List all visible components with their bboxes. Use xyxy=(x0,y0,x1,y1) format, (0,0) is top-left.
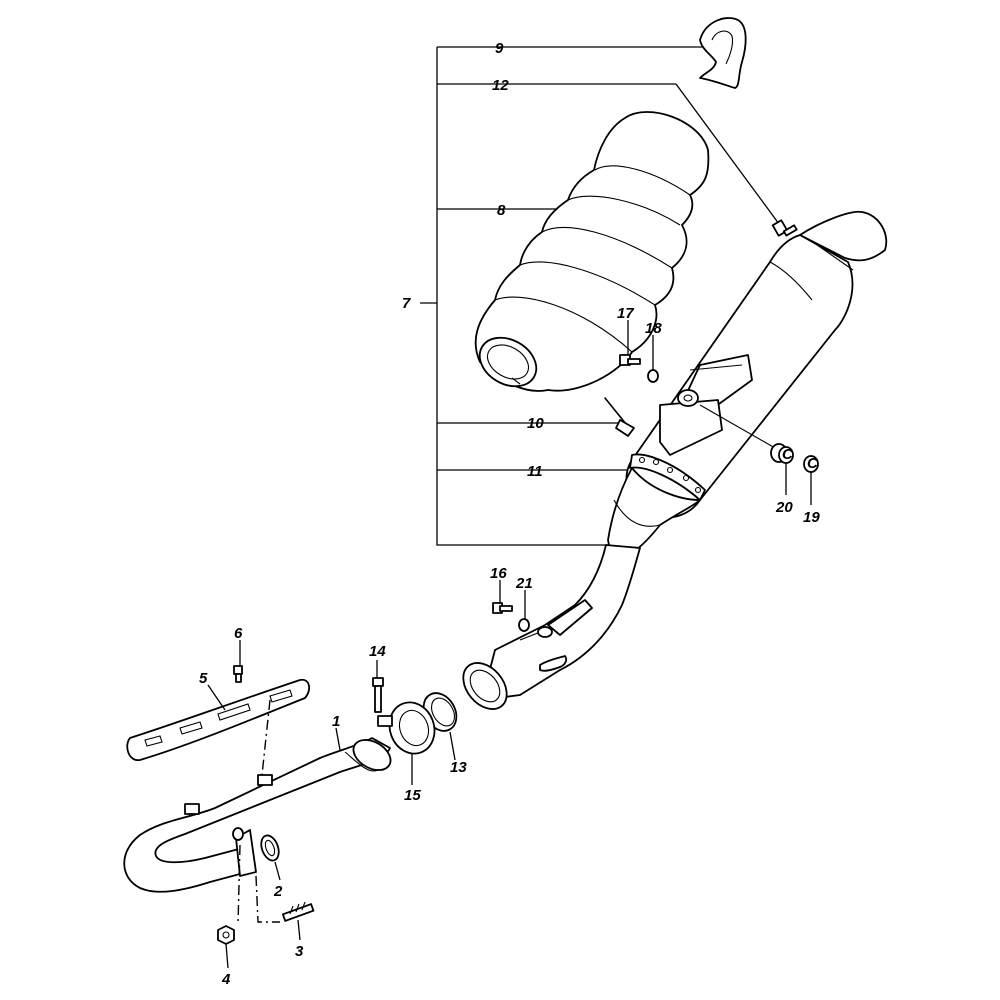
header-pipe xyxy=(123,737,392,893)
callout-7: 7 xyxy=(402,295,411,312)
callout-15: 15 xyxy=(404,787,421,804)
callout-6: 6 xyxy=(234,625,243,642)
callout-2: 2 xyxy=(273,883,283,900)
callout-11: 11 xyxy=(527,463,543,480)
stud-3 xyxy=(281,901,315,922)
gasket-2 xyxy=(260,834,280,862)
bolt-14 xyxy=(372,677,384,713)
assembly-dash-lines xyxy=(237,699,280,926)
washer-18 xyxy=(647,369,659,383)
bolt-17 xyxy=(619,354,641,366)
grommet-20: C xyxy=(699,404,794,464)
collar-19: C xyxy=(803,455,819,473)
bolt-16 xyxy=(492,602,513,614)
callout-20: 20 xyxy=(775,499,793,516)
callout-12: 12 xyxy=(492,77,509,94)
callout-labels: 9 12 8 7 17 18 10 11 20 19 16 21 14 6 5 … xyxy=(199,40,820,988)
svg-text:C: C xyxy=(782,446,794,463)
callout-13: 13 xyxy=(450,759,467,776)
assembly-bracket xyxy=(420,46,783,546)
callout-10: 10 xyxy=(527,415,544,432)
callout-4: 4 xyxy=(221,971,231,988)
callout-16: 16 xyxy=(490,565,507,582)
callout-18: 18 xyxy=(645,320,662,337)
callout-21: 21 xyxy=(515,575,533,592)
callout-19: 19 xyxy=(803,509,820,526)
emblem-part xyxy=(699,17,747,89)
callout-8: 8 xyxy=(497,202,506,219)
svg-text:C: C xyxy=(807,455,819,472)
leader-lines xyxy=(207,320,812,969)
callout-9: 9 xyxy=(495,40,504,57)
callout-3: 3 xyxy=(295,943,304,960)
screw-6 xyxy=(233,665,243,683)
washer-21 xyxy=(518,618,530,632)
rivet-10 xyxy=(604,397,635,437)
heat-shield xyxy=(126,678,311,761)
callout-1: 1 xyxy=(332,713,340,730)
callout-5: 5 xyxy=(199,670,208,687)
mid-pipe xyxy=(462,544,641,710)
callout-17: 17 xyxy=(617,305,634,322)
screw-12 xyxy=(771,219,798,237)
callout-14: 14 xyxy=(369,643,386,660)
nut-4 xyxy=(217,925,235,945)
silencer-packing xyxy=(474,111,710,392)
muffler-body xyxy=(607,210,888,561)
clamp-15 xyxy=(377,701,436,755)
